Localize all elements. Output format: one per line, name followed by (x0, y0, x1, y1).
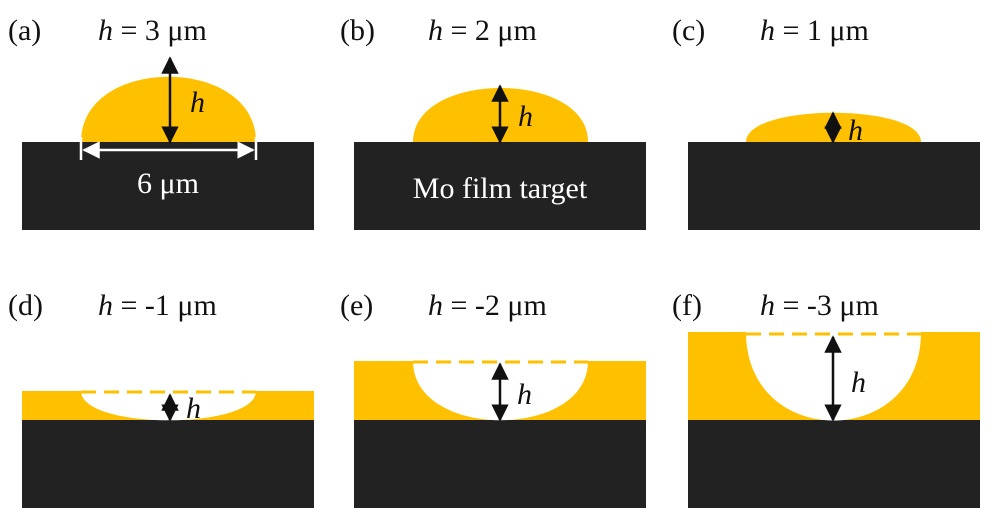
panel-c-equals: = (775, 14, 807, 47)
panel-c-h-symbol: h (760, 14, 775, 47)
panel-e-h-value: -2 (475, 289, 500, 322)
panel-a-unit: μm (160, 14, 207, 47)
panel-c-height-label: h (848, 114, 863, 147)
panel-c-title: h = 1 μm (760, 14, 869, 47)
panel-d: (d) h = -1 μm h (8, 289, 314, 508)
panel-e-unit: μm (500, 289, 547, 322)
panel-f-target (688, 420, 980, 508)
panel-c: (c) h = 1 μm h (672, 14, 980, 230)
panel-c-tag: (c) (672, 14, 705, 47)
panel-e-equals: = (443, 289, 475, 322)
panel-d-h-value: -1 (145, 289, 170, 322)
panel-d-equals: = (113, 289, 145, 322)
panel-f-h-value: -3 (807, 289, 832, 322)
panel-e-h-symbol: h (428, 289, 443, 322)
panel-f-height-label: h (851, 366, 866, 399)
panel-b-height-label: h (518, 100, 533, 133)
panel-f-unit: μm (832, 289, 879, 322)
panel-d-title: h = -1 μm (98, 289, 217, 322)
panel-b-tag: (b) (340, 14, 375, 47)
panel-a-droplet (81, 76, 256, 142)
panel-b-title: h = 2 μm (428, 14, 537, 47)
panel-b-target (354, 142, 646, 230)
panel-c-h-value: 1 (807, 14, 822, 47)
target-label: Mo film target (413, 172, 588, 205)
panel-a-h-value: 3 (145, 14, 160, 47)
panel-f-equals: = (775, 289, 807, 322)
panel-e-tag: (e) (340, 289, 373, 322)
panel-d-height-label: h (186, 392, 201, 425)
panel-f: (f) h = -3 μm h (672, 289, 980, 508)
panel-a-width-label: 6 μm (137, 167, 199, 200)
panel-e-target (354, 420, 646, 508)
panel-a-height-label: h (190, 86, 205, 119)
panel-a: (a) h = 3 μm h 6 μm (8, 14, 314, 230)
panel-a-h-symbol: h (98, 14, 113, 47)
panel-b: (b) h = 2 μm h Mo film target (340, 14, 646, 230)
panel-e-height-label: h (517, 378, 532, 411)
panel-b-equals: = (443, 14, 475, 47)
panel-f-h-symbol: h (760, 289, 775, 322)
panel-d-unit: μm (170, 289, 217, 322)
panel-b-h-symbol: h (428, 14, 443, 47)
panel-a-title: h = 3 μm (98, 14, 207, 47)
panel-a-tag: (a) (8, 14, 41, 47)
panel-d-target (22, 420, 314, 508)
panel-b-unit: μm (490, 14, 537, 47)
panel-d-tag: (d) (8, 289, 43, 322)
panel-f-tag: (f) (672, 289, 702, 322)
panel-c-target (688, 142, 980, 230)
panel-e-title: h = -2 μm (428, 289, 547, 322)
panel-a-equals: = (113, 14, 145, 47)
panel-d-h-symbol: h (98, 289, 113, 322)
panel-f-title: h = -3 μm (760, 289, 879, 322)
panel-e: (e) h = -2 μm h (340, 289, 646, 508)
panel-c-unit: μm (822, 14, 869, 47)
panel-b-h-value: 2 (475, 14, 490, 47)
